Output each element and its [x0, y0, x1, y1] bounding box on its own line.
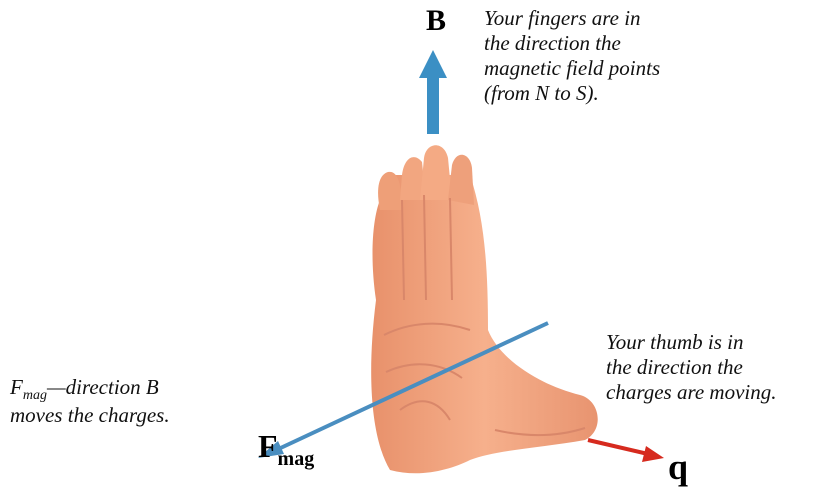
force-caption-symbol-sub: mag: [23, 388, 47, 403]
q-velocity-arrow: [588, 440, 664, 462]
thumb-caption: Your thumb is in the direction the charg…: [606, 330, 777, 405]
f-mag-vector-label: Fmag: [258, 428, 314, 465]
force-caption-symbol: F: [10, 375, 23, 399]
fingers-caption: Your fingers are in the direction the ma…: [484, 6, 660, 106]
q-vector-label: q: [668, 446, 688, 488]
thumb-caption-line: Your thumb is in: [606, 330, 777, 355]
force-caption-line-1: Fmag—direction B: [10, 375, 170, 403]
hand-shape: [371, 145, 598, 473]
thumb-caption-line: the direction the: [606, 355, 777, 380]
fingers-caption-line: Your fingers are in: [484, 6, 660, 31]
force-caption: Fmag—direction B moves the charges.: [10, 375, 170, 428]
force-caption-rest: —direction B: [47, 375, 159, 399]
b-vector-label: B: [426, 4, 446, 38]
force-caption-line-2: moves the charges.: [10, 403, 170, 428]
b-field-arrow: [419, 50, 447, 134]
fingers-caption-line: magnetic field points: [484, 56, 660, 81]
f-mag-label-sub: mag: [278, 448, 315, 470]
fingers-caption-line: (from N to S).: [484, 81, 660, 106]
f-mag-label-main: F: [258, 428, 278, 464]
fingers-caption-line: the direction the: [484, 31, 660, 56]
thumb-caption-line: charges are moving.: [606, 380, 777, 405]
